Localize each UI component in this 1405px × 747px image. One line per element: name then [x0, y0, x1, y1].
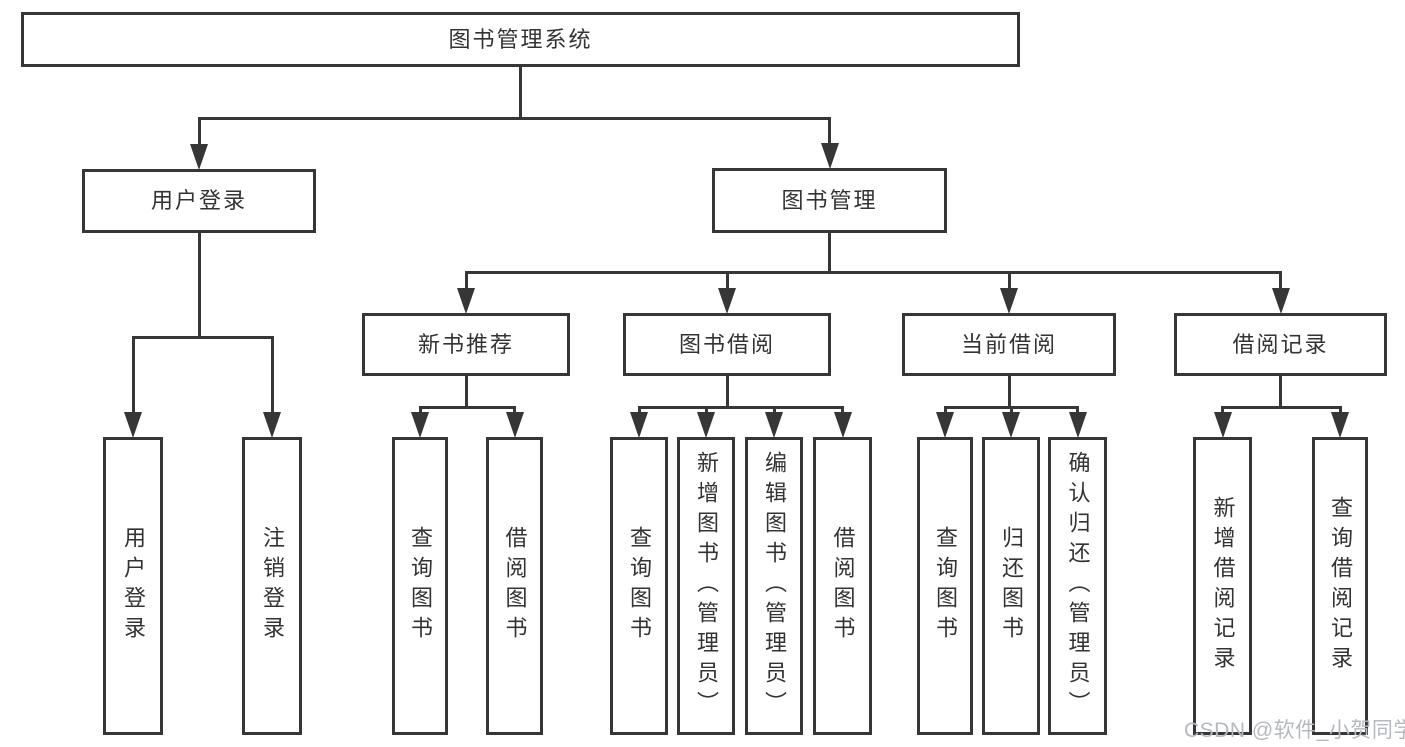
node-new-book-recommend: 新书推荐 — [362, 313, 570, 376]
connector-line — [1007, 375, 1011, 409]
connector-line — [513, 409, 516, 413]
connector-line — [1007, 274, 1011, 289]
connector-line — [270, 339, 274, 413]
connector-line — [943, 409, 947, 413]
node-book-borrowing: 图书借阅 — [623, 313, 831, 376]
node-edit-books-admin: 编辑图书（管理员） — [745, 437, 803, 735]
node-label: 新增图书（管理员） — [694, 451, 719, 721]
node-borrow-books: 借阅图书 — [813, 437, 872, 735]
connector-line — [197, 232, 201, 339]
connector-line — [131, 336, 274, 339]
node-current-borrowing: 当前借阅 — [902, 313, 1116, 376]
connector-line — [725, 375, 729, 409]
node-user-login-action: 用户登录 — [103, 437, 163, 735]
node-query-books-recommend: 查询图书 — [392, 437, 448, 735]
arrowhead-down-icon — [833, 412, 852, 438]
arrowhead-down-icon — [1002, 412, 1020, 438]
node-label: 借阅图书 — [502, 526, 528, 646]
node-label: 查询图书 — [627, 526, 652, 646]
arrowhead-down-icon — [505, 412, 524, 438]
node-label: 用户登录 — [121, 526, 146, 646]
connector-line — [725, 274, 729, 289]
node-query-borrow-record: 查询借阅记录 — [1312, 437, 1368, 735]
node-add-books-admin: 新增图书（管理员） — [677, 437, 735, 735]
connector-line — [1279, 274, 1282, 289]
arrowhead-down-icon — [1331, 412, 1349, 438]
node-label: 借阅图书 — [830, 526, 856, 646]
node-system-root: 图书管理系统 — [21, 12, 1020, 67]
connector-line — [131, 339, 135, 413]
arrowhead-down-icon — [936, 412, 954, 438]
arrowhead-down-icon — [765, 412, 783, 438]
arrowhead-down-icon — [697, 412, 715, 438]
connector-line — [637, 409, 641, 413]
arrowhead-down-icon — [124, 412, 142, 438]
node-label: 图书管理 — [781, 187, 878, 213]
arrowhead-down-icon — [1213, 412, 1232, 438]
connector-line — [1221, 409, 1224, 413]
arrowhead-down-icon — [1068, 412, 1087, 438]
node-label: 注销登录 — [260, 526, 285, 646]
node-borrowing-records: 借阅记录 — [1174, 313, 1387, 376]
connector-line — [1009, 409, 1013, 413]
connector-line — [197, 117, 831, 120]
arrowhead-down-icon — [718, 288, 736, 314]
arrowhead-down-icon — [1000, 288, 1018, 314]
node-label: 图书管理系统 — [448, 26, 593, 52]
arrowhead-down-icon — [263, 412, 281, 438]
node-label: 当前借阅 — [960, 331, 1057, 357]
connector-line — [464, 375, 468, 409]
connector-line — [197, 120, 201, 145]
connector-line — [1279, 375, 1282, 409]
node-label: 查询图书 — [408, 526, 433, 646]
connector-line — [464, 274, 468, 289]
connector-line — [1221, 406, 1342, 409]
node-label: 确认归还（管理员） — [1065, 451, 1091, 721]
watermark: CSDN @软件_小贺同学 — [1184, 719, 1405, 742]
node-label: 用户登录 — [150, 188, 247, 213]
node-label: 归还图书 — [999, 526, 1024, 646]
connector-line — [828, 232, 831, 274]
connector-line — [464, 271, 1282, 274]
connector-line — [772, 409, 776, 413]
connector-line — [1338, 409, 1342, 413]
arrowhead-down-icon — [457, 288, 475, 314]
node-user-login: 用户登录 — [82, 169, 316, 233]
connector-line — [418, 409, 422, 413]
node-label: 新增借阅记录 — [1210, 496, 1236, 676]
node-logout-action: 注销登录 — [242, 437, 302, 735]
connector-line — [637, 406, 844, 409]
node-return-books: 归还图书 — [982, 437, 1040, 735]
arrowhead-down-icon — [190, 144, 208, 170]
connector-line — [418, 406, 516, 409]
node-add-borrow-record: 新增借阅记录 — [1193, 437, 1252, 735]
node-borrow-books-recommend: 借阅图书 — [486, 437, 543, 735]
connector-line — [943, 406, 1079, 409]
node-label: 查询图书 — [933, 526, 958, 646]
node-label: 图书借阅 — [678, 331, 775, 357]
arrowhead-down-icon — [1271, 288, 1290, 314]
node-query-books-current: 查询图书 — [917, 437, 973, 735]
arrowhead-down-icon — [820, 143, 839, 169]
node-query-books-borrowing: 查询图书 — [610, 437, 668, 735]
node-label: 查询借阅记录 — [1328, 496, 1353, 676]
connector-line — [828, 120, 831, 144]
connector-line — [519, 66, 522, 120]
node-book-management: 图书管理 — [712, 168, 947, 233]
connector-line — [704, 409, 708, 413]
node-confirm-return-admin: 确认归还（管理员） — [1048, 437, 1107, 735]
connector-line — [841, 409, 844, 413]
arrowhead-down-icon — [630, 412, 648, 438]
node-label: 借阅记录 — [1232, 331, 1329, 357]
node-label: 新书推荐 — [417, 331, 514, 357]
arrowhead-down-icon — [411, 412, 429, 438]
connector-line — [1076, 409, 1079, 413]
node-label: 编辑图书（管理员） — [762, 451, 787, 721]
